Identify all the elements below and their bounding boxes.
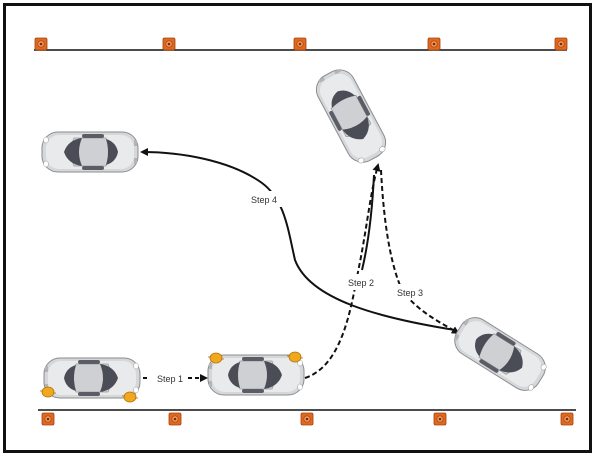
step4-label-box: Step 4	[247, 191, 285, 207]
car-icon	[43, 357, 141, 399]
traffic-cone-icon	[433, 412, 447, 426]
traffic-cone-icon	[554, 37, 568, 51]
car-icon	[41, 131, 139, 173]
step3-label-box: Step 3	[393, 284, 431, 300]
traffic-cone-icon	[34, 37, 48, 51]
step3-path	[380, 169, 460, 335]
cars	[39, 63, 552, 403]
step2-solid	[361, 174, 375, 271]
traffic-cone-icon	[427, 37, 441, 51]
traffic-cone-icon	[300, 412, 314, 426]
diagram-frame	[3, 3, 592, 453]
top-cones	[34, 37, 568, 51]
traffic-cone-icon	[168, 412, 182, 426]
traffic-cone-icon	[293, 37, 307, 51]
step1-label-box: Step 1	[150, 370, 188, 386]
car-icon	[448, 311, 552, 397]
step-labels: Step 1 Step 2 Step 3 Step 4	[150, 191, 431, 386]
step1-label: Step 1	[157, 374, 183, 384]
step2-label: Step 2	[348, 278, 374, 288]
step2-label-box: Step 2	[344, 274, 380, 290]
bottom-cones	[41, 412, 574, 426]
step3-label: Step 3	[397, 288, 423, 298]
traffic-cone-icon	[162, 37, 176, 51]
car-icon	[207, 354, 305, 396]
traffic-cone-icon	[560, 412, 574, 426]
step4-label: Step 4	[251, 195, 277, 205]
maneuver-paths	[140, 148, 460, 382]
step2-path	[304, 163, 381, 379]
step4-path	[140, 148, 456, 331]
car-icon	[310, 63, 392, 169]
traffic-cone-icon	[41, 412, 55, 426]
